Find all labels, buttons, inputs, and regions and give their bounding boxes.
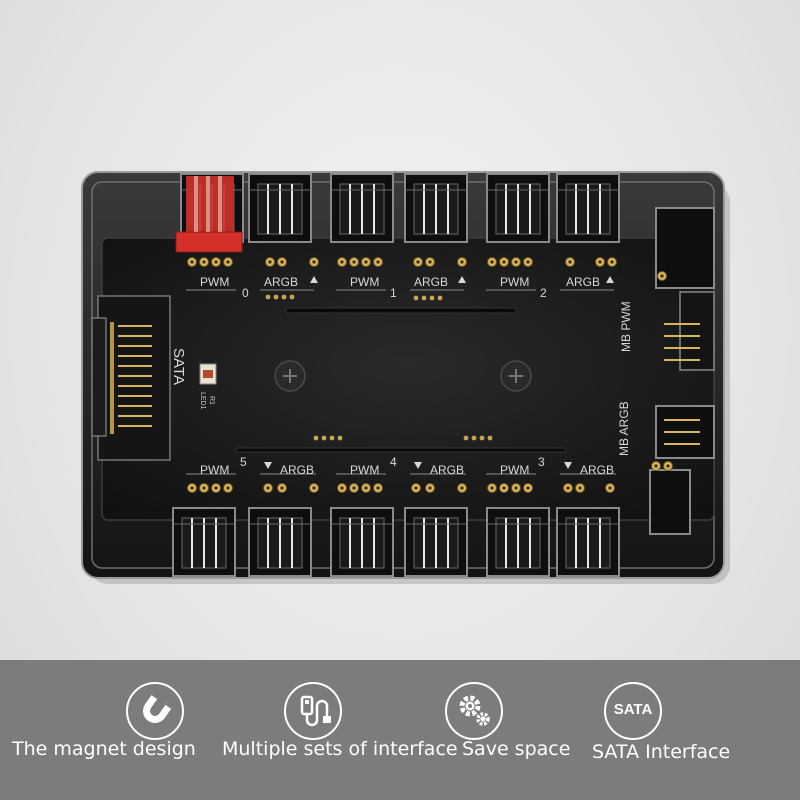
- port-number-4: 4: [390, 455, 397, 469]
- port-number-3: 3: [538, 455, 545, 469]
- sata-icon-text: SATA: [613, 701, 653, 718]
- argb-label-5: ARGB: [280, 463, 314, 477]
- led1-silkscreen: LED1: [199, 392, 206, 410]
- pwm-label-3: PWM: [500, 463, 529, 477]
- feature-label-interface: Multiple sets of interface: [222, 738, 458, 760]
- argb-label-3: ARGB: [580, 463, 614, 477]
- argb-label-4: ARGB: [430, 463, 464, 477]
- feature-label-magnet: The magnet design: [12, 738, 196, 760]
- red-pwm-connector: [175, 176, 243, 253]
- pwm-label-0: PWM: [200, 275, 229, 289]
- mounting-screws: [274, 360, 532, 392]
- argb-label-1: ARGB: [414, 275, 448, 289]
- pwm-label-4: PWM: [350, 463, 379, 477]
- pwm-label-2: PWM: [500, 275, 529, 289]
- mb-connectors: [649, 207, 715, 535]
- mb-argb-silkscreen: MB ARGB: [617, 401, 631, 456]
- port-number-0: 0: [242, 286, 249, 300]
- sata-silkscreen: SATA: [170, 348, 187, 385]
- feature-bar: The magnet design Multiple sets of inter…: [0, 660, 800, 800]
- feature-interface: Multiple sets of interface: [200, 660, 460, 800]
- feature-sata: SATA SATA Interface: [590, 660, 800, 800]
- pwm-label-1: PWM: [350, 275, 379, 289]
- argb-label-2: ARGB: [566, 275, 600, 289]
- magnet-icon: [126, 682, 184, 740]
- feature-label-space: Save space: [462, 738, 571, 760]
- gears-icon: [445, 682, 503, 740]
- sata-icon: SATA: [604, 682, 662, 740]
- mb-pwm-silkscreen: MB PWM: [619, 301, 633, 352]
- usb-icon: [284, 682, 342, 740]
- pad-dots: [265, 294, 493, 441]
- feature-magnet: The magnet design: [0, 660, 200, 800]
- port-number-5: 5: [240, 455, 247, 469]
- r1-silkscreen: R1: [208, 396, 215, 405]
- argb-label-0: ARGB: [264, 275, 298, 289]
- fan-hub-board-photo: SATA MB PWM MB AR: [81, 171, 730, 584]
- port-number-2: 2: [540, 286, 547, 300]
- feature-label-sata: SATA Interface: [592, 741, 731, 763]
- pwm-label-5: PWM: [200, 463, 229, 477]
- feature-space: Save space: [445, 660, 590, 800]
- port-number-1: 1: [390, 286, 397, 300]
